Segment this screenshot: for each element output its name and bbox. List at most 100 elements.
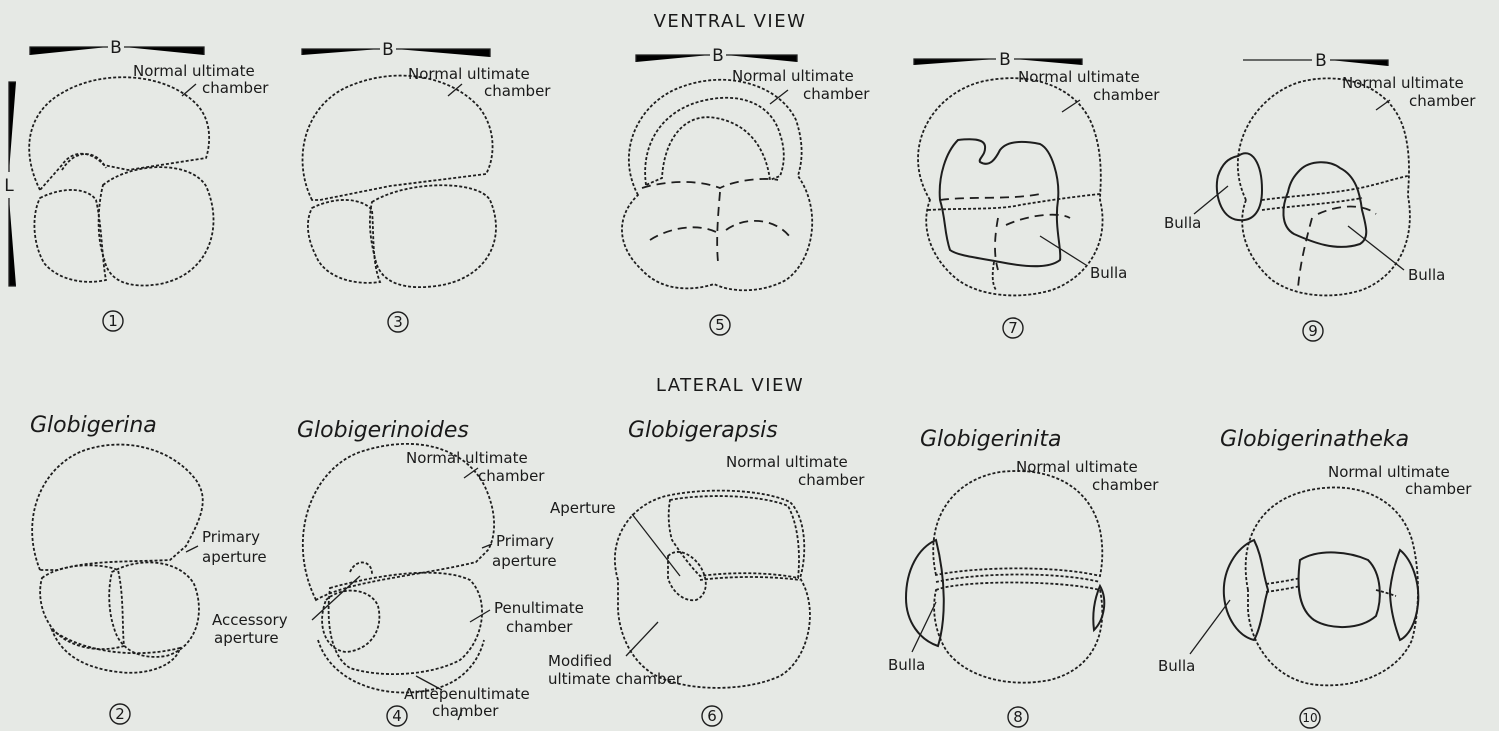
- ultimate-chamber: [669, 496, 799, 578]
- lower-chamber: [934, 583, 1102, 683]
- svg-text:6: 6: [707, 707, 717, 725]
- bulla-central: [1299, 552, 1380, 627]
- fig-4-globigerinoides-lateral: [303, 444, 494, 693]
- label-bulla-9-right: Bulla: [1408, 266, 1445, 284]
- svg-text:Normal ultimate: Normal ultimate: [1328, 463, 1450, 481]
- breadth-dimension-5: B: [636, 46, 797, 66]
- left-chamber: [40, 565, 124, 649]
- svg-text:5: 5: [715, 316, 725, 334]
- svg-text:Normal ultimate: Normal ultimate: [726, 453, 848, 471]
- svg-text:L: L: [4, 176, 14, 196]
- figure-number-10: 10: [1300, 708, 1320, 728]
- genus-globigerapsis: Globigerapsis: [628, 418, 778, 443]
- bulla-left: [1217, 153, 1262, 220]
- outer-outline: [918, 78, 1103, 295]
- ultimate-chamber: [32, 445, 203, 570]
- figure-number-5: 5: [710, 315, 730, 335]
- bulla-right: [1093, 586, 1104, 630]
- label-normal-ultimate-chamber-9: Normal ultimate chamber: [1342, 74, 1476, 110]
- svg-text:Penultimate: Penultimate: [494, 599, 584, 617]
- label-penultimate-chamber-4: Penultimate chamber: [494, 599, 584, 636]
- penultimate-chamber: [99, 167, 214, 285]
- svg-text:Primary: Primary: [202, 528, 260, 546]
- bulla: [940, 139, 1061, 266]
- fig-2-globigerina-lateral: [32, 445, 203, 673]
- svg-text:9: 9: [1308, 322, 1318, 340]
- label-normal-ultimate-chamber-7: Normal ultimate chamber: [1018, 68, 1160, 104]
- svg-text:Modified: Modified: [548, 652, 612, 670]
- breadth-dimension-3: B: [302, 40, 490, 60]
- lower-chamber: [52, 630, 180, 673]
- modified-ultimate-chamber: [645, 98, 784, 185]
- genus-globigerinoides: Globigerinoides: [297, 418, 469, 443]
- figure-number-6: 6: [702, 706, 722, 726]
- label-primary-aperture-2: Primary aperture: [202, 528, 267, 566]
- svg-text:chamber: chamber: [432, 702, 499, 720]
- label-normal-ultimate-chamber-10: Normal ultimate chamber: [1328, 463, 1472, 498]
- bulla-central: [1283, 162, 1366, 247]
- svg-text:2: 2: [115, 705, 125, 723]
- label-modified-ultimate-chamber-6: Modified ultimate chamber: [548, 652, 683, 688]
- outer-outline: [615, 491, 810, 688]
- right-chamber: [109, 562, 199, 656]
- svg-text:Normal ultimate: Normal ultimate: [133, 62, 255, 80]
- figure-number-2: 2: [110, 704, 130, 724]
- svg-text:Normal ultimate: Normal ultimate: [1016, 458, 1138, 476]
- svg-text:Normal ultimate: Normal ultimate: [732, 67, 854, 85]
- figure-number-1: 1: [103, 311, 123, 331]
- label-normal-ultimate-chamber-8: Normal ultimate chamber: [1016, 458, 1159, 494]
- figure-number-3: 3: [388, 312, 408, 332]
- svg-text:Normal ultimate: Normal ultimate: [1342, 74, 1464, 92]
- svg-text:B: B: [110, 38, 122, 58]
- genus-globigerinita: Globigerinita: [920, 427, 1062, 452]
- label-normal-ultimate-chamber-6: Normal ultimate chamber: [726, 453, 865, 489]
- fig-6-globigerapsis-lateral: [615, 491, 810, 688]
- svg-text:ultimate chamber: ultimate chamber: [548, 670, 683, 688]
- svg-text:3: 3: [393, 313, 403, 331]
- leader-lines: [182, 84, 1404, 720]
- label-accessory-aperture-4: Accessory aperture: [212, 611, 288, 647]
- svg-text:Accessory: Accessory: [212, 611, 288, 629]
- label-normal-ultimate-chamber-1: Normal ultimate chamber: [133, 62, 269, 97]
- antepenultimate-chamber: [308, 200, 380, 283]
- ultimate-chamber: [303, 444, 494, 600]
- length-dimension: L: [4, 82, 16, 286]
- fig-5-globigerapsis-ventral: [622, 80, 812, 291]
- label-bulla-10: Bulla: [1158, 657, 1195, 675]
- svg-text:chamber: chamber: [478, 467, 545, 485]
- svg-text:aperture: aperture: [492, 552, 557, 570]
- label-normal-ultimate-chamber-3: Normal ultimate chamber: [408, 65, 551, 100]
- figure-number-7: 7: [1003, 318, 1023, 338]
- penultimate-chamber: [329, 573, 482, 674]
- fig-3-globigerinoides-ventral: [303, 76, 496, 288]
- svg-text:chamber: chamber: [803, 85, 870, 103]
- svg-text:B: B: [1315, 51, 1327, 71]
- figure-number-9: 9: [1303, 321, 1323, 341]
- fig-10-globigerinatheka-lateral: [1224, 487, 1418, 685]
- ultimate-chamber: [933, 471, 1102, 576]
- antepenultimate-chamber: [322, 591, 379, 652]
- svg-text:chamber: chamber: [1405, 480, 1472, 498]
- svg-text:B: B: [712, 46, 724, 66]
- svg-text:7: 7: [1008, 319, 1018, 337]
- breadth-dimension-1: B: [30, 38, 204, 58]
- svg-text:aperture: aperture: [202, 548, 267, 566]
- penultimate-chamber: [370, 185, 496, 287]
- antepenultimate-chamber: [34, 190, 106, 282]
- outer-outline: [1246, 487, 1418, 685]
- breadth-dimension-7: B: [914, 50, 1082, 70]
- svg-text:aperture: aperture: [214, 629, 279, 647]
- ventral-view-heading: VENTRAL VIEW: [654, 11, 807, 32]
- svg-text:4: 4: [392, 707, 402, 725]
- label-bulla-9-left: Bulla: [1164, 214, 1201, 232]
- label-antepenultimate-chamber-4: Antepenultimate chamber: [404, 685, 530, 720]
- svg-text:chamber: chamber: [798, 471, 865, 489]
- genus-globigerinatheka: Globigerinatheka: [1220, 427, 1409, 452]
- svg-text:Primary: Primary: [496, 532, 554, 550]
- figure-number-8: 8: [1008, 707, 1028, 727]
- svg-text:B: B: [999, 50, 1011, 70]
- ultimate-chamber: [29, 77, 209, 190]
- label-normal-ultimate-chamber-4: Normal ultimate chamber: [406, 449, 545, 485]
- svg-text:Normal ultimate: Normal ultimate: [406, 449, 528, 467]
